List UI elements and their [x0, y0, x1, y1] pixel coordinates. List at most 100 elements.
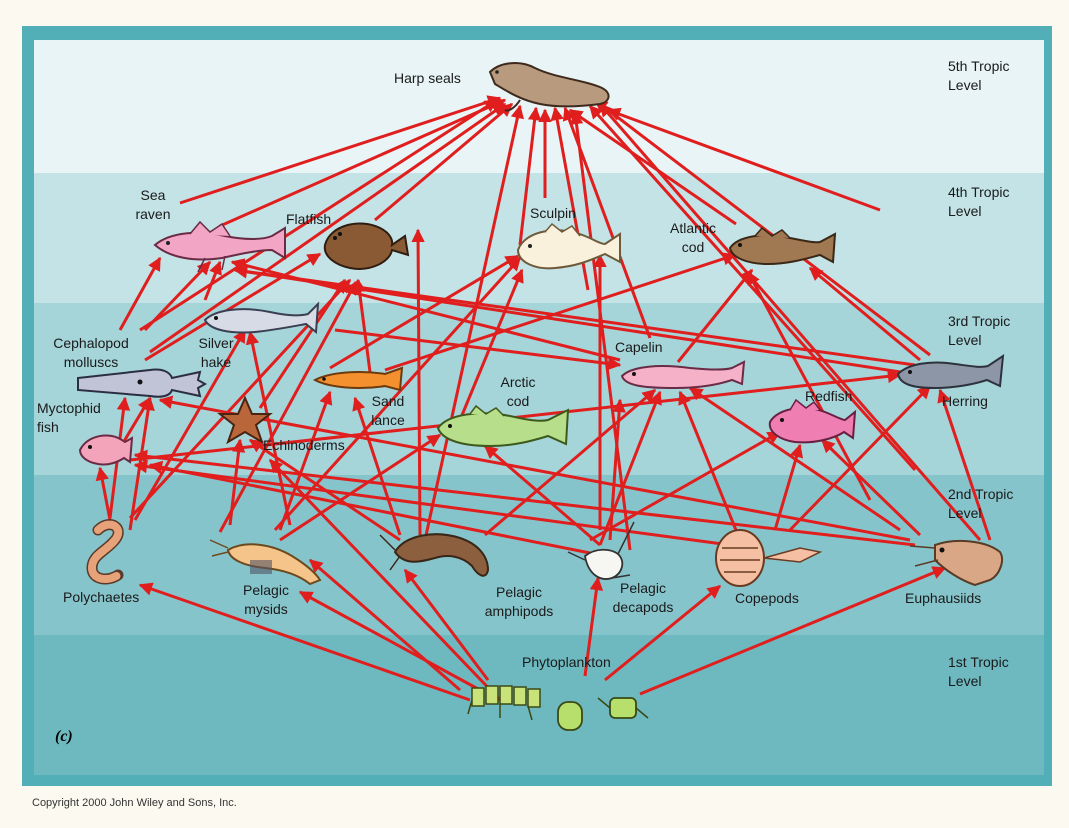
- feeding-arrow: [583, 576, 604, 677]
- feeding-arrow: [608, 398, 626, 541]
- label-euphausiids: Euphausiids: [905, 590, 982, 606]
- feeding-arrow: [639, 566, 947, 696]
- label-copepods: Copepods: [735, 590, 799, 606]
- feeding-arrow: [308, 558, 461, 692]
- cephalopod-icon: [77, 368, 208, 398]
- copepod-icon: [715, 529, 823, 587]
- feeding-arrow: [589, 430, 782, 542]
- feeding-arrow: [133, 459, 731, 547]
- band-level-5: [34, 40, 1044, 173]
- feeding-arrow: [788, 384, 932, 532]
- sea-raven-icon: [153, 220, 286, 273]
- flatfish-icon: [323, 222, 410, 270]
- sculpin-icon: [516, 222, 621, 270]
- feeding-arrow: [148, 460, 601, 557]
- feeding-arrow: [138, 582, 471, 702]
- feeding-arrow: [279, 433, 442, 542]
- feeding-arrow: [233, 264, 916, 367]
- polychaete-icon: [86, 519, 124, 585]
- label-herring: Herring: [942, 393, 988, 409]
- feeding-arrow: [118, 396, 152, 449]
- feeding-arrow: [203, 260, 222, 301]
- feeding-arrow: [384, 252, 737, 372]
- arctic-cod-icon: [436, 404, 570, 448]
- pelagic-mysid-icon: [209, 539, 322, 586]
- label-redfish: Redfish: [805, 388, 853, 404]
- feeding-arrow: [411, 228, 425, 536]
- silver-hake-icon: [203, 301, 320, 334]
- feeding-arrow: [518, 106, 542, 246]
- figure-letter: (c): [55, 728, 73, 745]
- feeding-arrow: [219, 98, 507, 228]
- label-sculpin: Sculpin: [530, 205, 576, 221]
- feeding-arrow: [139, 98, 499, 332]
- label-capelin: Capelin: [615, 339, 663, 355]
- atlantic-cod-icon: [728, 226, 837, 266]
- label-harp-seals: Harp seals: [394, 70, 461, 86]
- feeding-arrow: [218, 280, 358, 533]
- label-polychaetes: Polychaetes: [63, 589, 140, 605]
- feeding-arrow: [606, 107, 881, 212]
- feeding-arrow: [149, 102, 507, 354]
- redfish-icon: [768, 398, 857, 444]
- feeding-arrow: [233, 265, 921, 377]
- feeding-arrow: [278, 390, 333, 531]
- feeding-arrow: [133, 449, 916, 547]
- feeding-arrow: [588, 104, 917, 471]
- feeding-arrow: [937, 388, 992, 541]
- feeding-arrow: [158, 395, 911, 542]
- euphausiid-icon: [909, 540, 1003, 587]
- feeding-arrow: [268, 458, 502, 702]
- feeding-arrow: [133, 328, 247, 521]
- sand-lance-icon: [312, 366, 404, 392]
- label-phytoplankton: Phytoplankton: [522, 654, 611, 670]
- feeding-arrow: [678, 390, 742, 541]
- feeding-arrow: [95, 466, 112, 521]
- feeding-arrow: [484, 388, 657, 537]
- label-echinoderms: Echinoderms: [263, 437, 345, 453]
- feeding-arrow: [144, 252, 322, 362]
- feeding-arrow: [179, 95, 502, 205]
- pelagic-amphipod-icon: [379, 533, 490, 577]
- feeding-arrow: [808, 266, 921, 362]
- phytoplankton-icon: [467, 685, 649, 731]
- feeding-arrow: [143, 260, 212, 332]
- feeding-arrow: [598, 102, 982, 541]
- band-level-3: [34, 303, 1044, 475]
- myctophid-fish-icon: [78, 434, 134, 466]
- harp-seal-icon: [488, 62, 610, 112]
- feeding-arrow: [118, 256, 162, 331]
- echinoderm-icon: [217, 395, 273, 445]
- feeding-arrow: [374, 102, 514, 222]
- feeding-arrow: [604, 584, 722, 682]
- pelagic-decapod-icon: [567, 521, 635, 580]
- feeding-arrow: [334, 328, 622, 371]
- feeding-arrow: [403, 568, 490, 681]
- feeding-arrow: [298, 590, 481, 692]
- herring-icon: [896, 353, 1005, 390]
- feeding-arrow: [458, 268, 524, 421]
- feeding-arrow: [820, 438, 922, 537]
- feeding-arrow: [258, 278, 347, 409]
- feeding-arrow: [569, 110, 632, 551]
- label-flatfish: Flatfish: [286, 211, 332, 227]
- copyright-notice: Copyright 2000 John Wiley and Sons, Inc.: [32, 797, 237, 809]
- feeding-arrow: [676, 268, 754, 363]
- feeding-arrow: [598, 390, 662, 546]
